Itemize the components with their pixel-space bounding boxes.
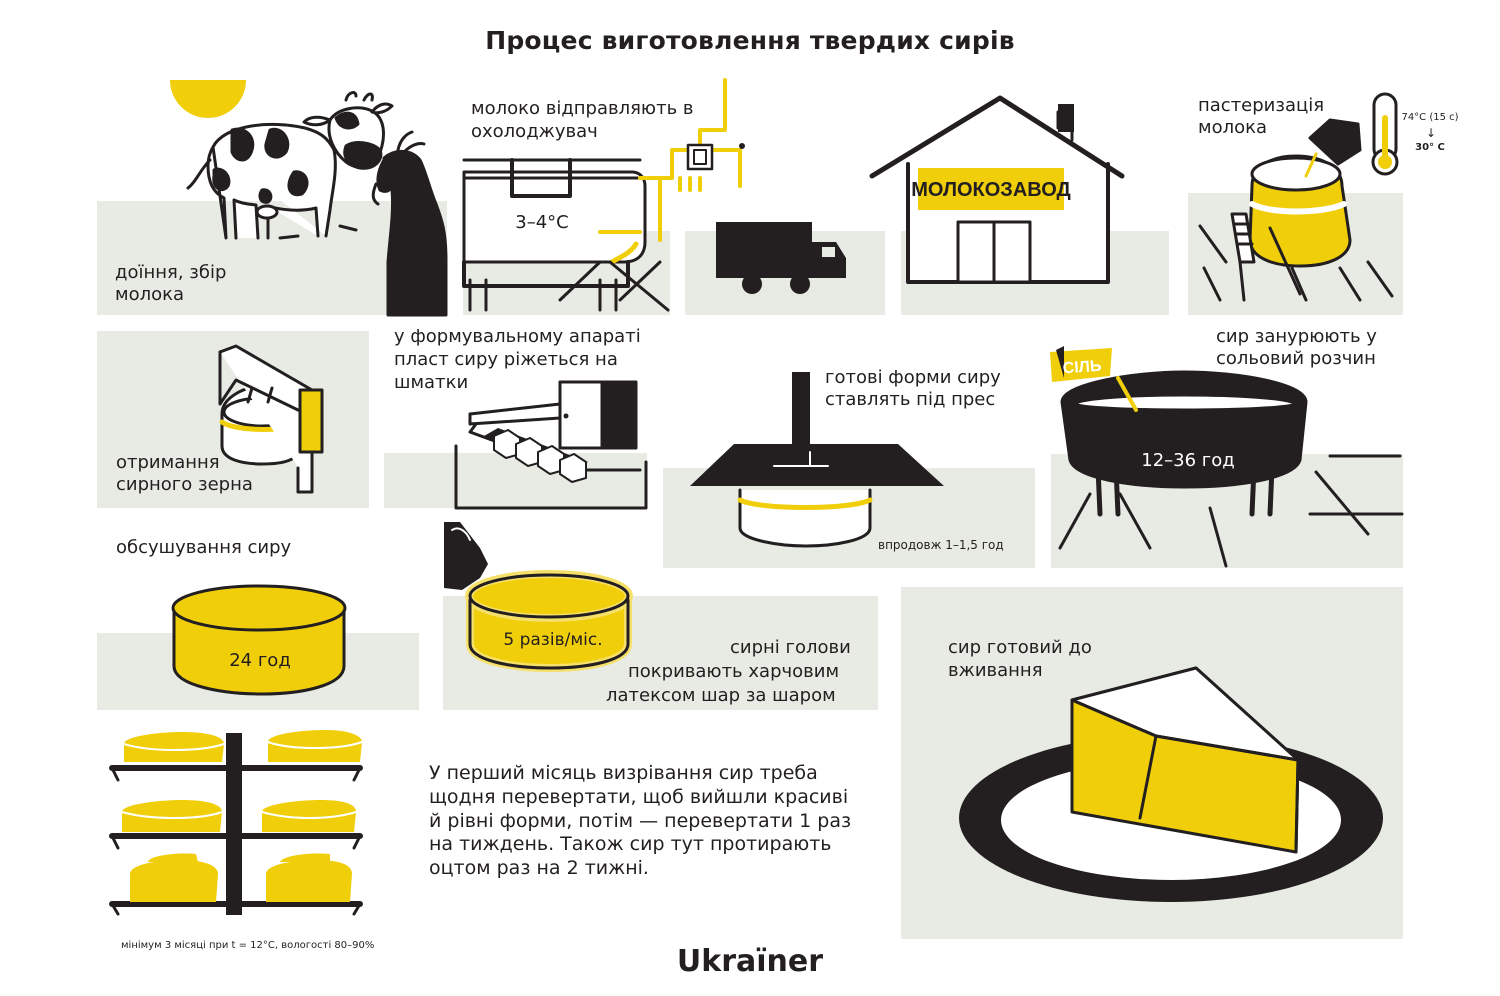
curd-machine-icon	[218, 344, 324, 494]
curd-label-line1: отримання	[116, 452, 220, 473]
forming-label-line1: у формувальному апараті	[394, 326, 641, 347]
ready-label-line1: сир готовий до	[948, 637, 1092, 658]
gauge-icon	[686, 143, 714, 171]
pasteurization-label-line1: пастеризація	[1198, 95, 1325, 116]
ripening-paragraph-line3: й рівні форми, потім — перевертати 1 раз	[429, 810, 852, 832]
curd-label-line2: сирного зерна	[116, 474, 253, 495]
cooler-label-line2: охолоджувач	[471, 121, 598, 142]
salt-sign-label: СІЛЬ	[1062, 358, 1102, 378]
press-label-line1: готові форми сиру	[825, 367, 1001, 388]
pasteurization-vat-icon	[1198, 118, 1394, 302]
truck-icon	[716, 222, 846, 294]
ripening-paragraph-line4: на тиждень. Також сир тут протирають	[429, 833, 832, 855]
coating-label-line1: сирні голови	[730, 637, 851, 658]
cooler-tank-icon	[462, 158, 670, 312]
ripening-conditions-label: мінімум 3 місяці при t = 12°С, вологості…	[121, 940, 375, 951]
ripening-paragraph-line5: оцтом раз на 2 тижні.	[429, 857, 649, 879]
press-icon	[690, 372, 944, 548]
ripening-shelf-icon	[109, 730, 363, 916]
drying-duration-label: 24 год	[229, 650, 291, 671]
pasteurization-arrow: ↓	[1426, 126, 1436, 140]
drying-label: обсушування сиру	[116, 537, 292, 558]
coating-label-line2: покривають харчовим	[628, 661, 840, 682]
brine-label-line1: сир занурюють у	[1216, 326, 1377, 347]
coating-label-line3: латексом шар за шаром	[606, 685, 836, 706]
cheese-on-plate-icon	[959, 666, 1383, 902]
press-duration-label: впродовж 1–1,5 год	[878, 538, 1004, 552]
cooler-temp-label: 3–4°С	[515, 212, 568, 233]
pasteurization-temp-high: 74°С (15 с)	[1401, 112, 1458, 123]
drying-cheese-icon	[171, 584, 347, 696]
factory-building-icon	[869, 95, 1125, 284]
pasteurization-label-line2: молока	[1198, 117, 1268, 138]
brand-logo: Ukraїner	[676, 944, 824, 979]
ready-label-line2: вживання	[948, 660, 1043, 681]
goat-icon	[371, 130, 448, 317]
press-weight-label: 180 кг	[838, 455, 895, 475]
thermometer-icon	[1371, 92, 1399, 176]
ripening-paragraph-line2: щодня перевертати, щоб вийшли красиві	[429, 786, 849, 808]
cooler-label-line1: молоко відправляють в	[471, 98, 694, 119]
pipe-icon	[658, 78, 742, 192]
brine-duration-label: 12–36 год	[1141, 450, 1234, 471]
salt-box-icon	[1050, 348, 1112, 382]
panel-forming	[384, 453, 647, 508]
forming-machine-icon	[454, 380, 648, 510]
forming-label-line3: шматки	[394, 372, 469, 393]
coating-frequency-label: 5 разів/міс.	[503, 630, 602, 650]
brine-label-line2: сольовий розчин	[1216, 348, 1376, 369]
cow-icon	[186, 91, 394, 240]
factory-sign-label: МОЛОКОЗАВОД	[911, 179, 1071, 201]
coating-cheese-icon	[444, 522, 633, 672]
press-label-line2: ставлять під прес	[825, 389, 996, 410]
milking-label-line2: молока	[115, 284, 185, 305]
pasteurization-temp-low: 30° С	[1415, 142, 1445, 153]
brine-vat-icon	[1050, 346, 1404, 568]
page-title: Процес виготовлення твердих сирів	[485, 26, 1015, 55]
forming-label-line2: пласт сиру ріжеться на	[394, 349, 618, 370]
sun-icon	[170, 80, 246, 118]
milking-label-line1: доїння, збір	[115, 262, 227, 283]
ripening-paragraph-line1: У перший місяць визрівання сир треба	[429, 762, 818, 784]
